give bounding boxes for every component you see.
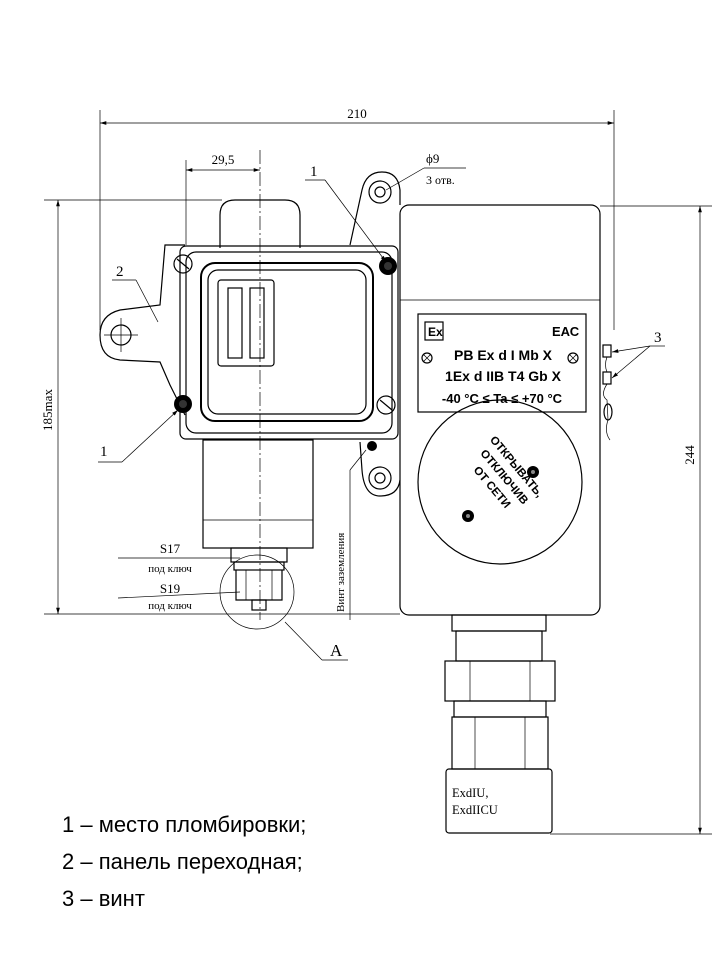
detail-a-callout: A xyxy=(284,621,348,661)
s19-label: S19 xyxy=(160,581,180,596)
callout-2-label: 2 xyxy=(116,264,124,280)
top-cap xyxy=(219,199,301,248)
dimension-offset: 29,5 xyxy=(185,152,260,245)
relay-housing xyxy=(173,245,399,440)
callout-1-bottom-label: 1 xyxy=(100,444,108,460)
cover-screw-top-left xyxy=(173,254,193,274)
ground-screw-callout: Винт заземления xyxy=(335,449,367,620)
gland-marking-line1: ExdIU, xyxy=(452,786,488,800)
s19-note: под ключ xyxy=(148,600,192,612)
cover-screw-bottom-right xyxy=(376,395,396,415)
ground-screw-label: Винт заземления xyxy=(335,533,347,612)
detail-a-label: A xyxy=(330,641,343,660)
cable-gland: ExdIU, ExdIICU xyxy=(444,614,556,834)
legend-item-seal: 1 – место пломбировки; xyxy=(62,812,307,837)
dim-29-5-label: 29,5 xyxy=(212,152,235,167)
warning-cover xyxy=(417,399,583,565)
nameplate-line1: PB Ex d I Mb X xyxy=(454,347,553,363)
s17-label: S17 xyxy=(160,541,181,556)
dim-244-label: 244 xyxy=(682,445,697,465)
s17-note: под ключ xyxy=(148,563,192,575)
hole-count-label: 3 отв. xyxy=(426,173,455,187)
detail-a-circle xyxy=(219,554,295,630)
dim-210-label: 210 xyxy=(347,106,367,121)
callout-3: 3 xyxy=(611,330,665,379)
callout-1-bottom: 1 xyxy=(98,409,179,463)
callout-1-top-label: 1 xyxy=(310,164,318,180)
callout-3-label: 3 xyxy=(654,330,662,346)
hole-dia-label: ϕ9 xyxy=(426,151,439,166)
nameplate-line3: -40 °C ≤ Ta ≤ +70 °C xyxy=(442,391,563,406)
callout-2: 2 xyxy=(112,264,159,323)
eac-mark: ЕАС xyxy=(552,324,580,339)
dimension-overall-width: 210 xyxy=(99,106,615,330)
gland-marking-line2: ExdIICU xyxy=(452,803,498,817)
dimension-overall-height: 244 xyxy=(550,205,712,835)
dim-185max-label: 185max xyxy=(40,389,55,431)
side-screw-top xyxy=(602,344,612,358)
dimension-height-max: 185max xyxy=(40,199,400,615)
transition-panel xyxy=(99,244,186,416)
legend-item-panel: 2 – панель переходная; xyxy=(62,849,303,874)
callout-1-top: 1 xyxy=(305,164,387,263)
top-mount-lug xyxy=(349,171,401,246)
seal-screw-bottom-left xyxy=(174,395,192,413)
terminal-box: Ex ЕАС PB Ex d I Mb X 1Ex d IIB T4 Gb X … xyxy=(399,204,613,616)
bottom-mount-lug xyxy=(359,441,401,497)
seal-wire xyxy=(603,356,611,441)
nameplate-line2: 1Ex d IIB T4 Gb X xyxy=(445,368,562,384)
wrench-size-labels: S17 под ключ S19 под ключ xyxy=(117,541,241,612)
ex-mark: Ex xyxy=(428,325,443,339)
nameplate xyxy=(417,313,587,413)
ground-screw xyxy=(367,441,377,451)
indicator-window xyxy=(217,279,275,367)
hole-callout: ϕ9 3 отв. xyxy=(385,151,466,191)
sensor-body xyxy=(202,439,314,630)
side-screw-bottom xyxy=(602,371,612,385)
legend-item-screw: 3 – винт xyxy=(62,886,145,911)
seal-screw-top-right xyxy=(379,257,397,275)
